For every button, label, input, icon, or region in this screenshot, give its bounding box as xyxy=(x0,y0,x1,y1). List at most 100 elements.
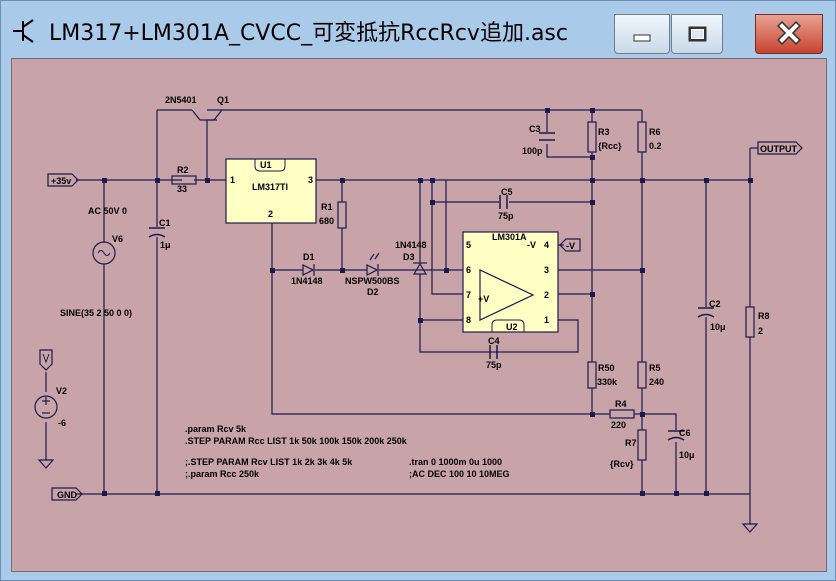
u2-pin4-label: 4 xyxy=(544,240,549,250)
r50-value-label: 330k xyxy=(597,377,618,387)
u2-pin2-label: 2 xyxy=(544,290,549,300)
capacitor-c3[interactable] xyxy=(539,132,555,141)
q1-name-label: Q1 xyxy=(217,95,229,105)
r1-value-label: 680 xyxy=(319,216,334,226)
transistor-q1[interactable] xyxy=(191,109,223,130)
net-label-output[interactable]: OUTPUT xyxy=(750,141,803,155)
u2-minus-v-label: -V xyxy=(527,240,536,250)
capacitor-c4[interactable] xyxy=(489,345,498,359)
d2-model-label: NSPW500BS xyxy=(345,276,400,286)
wires xyxy=(45,109,751,524)
u2-pin8-label: 8 xyxy=(466,315,471,325)
maximize-icon xyxy=(688,26,707,42)
d2-name-label: D2 xyxy=(367,287,379,297)
c6-value-label: 10μ xyxy=(679,450,695,460)
net-label-neg-v[interactable]: -V xyxy=(559,238,581,252)
schematic-canvas[interactable]: 2N5401 Q1 R2 33 +35v AC 50V 0 V6 SINE(35… xyxy=(11,58,827,572)
c6-name-label: C6 xyxy=(679,428,691,438)
u1-model-label: LM317TI xyxy=(252,182,288,192)
regulator-u1[interactable] xyxy=(225,158,317,224)
v6-ac-label: AC 50V 0 xyxy=(88,206,127,216)
v-net-flag[interactable] xyxy=(39,349,53,371)
close-button[interactable] xyxy=(755,14,823,54)
resistor-r3[interactable] xyxy=(587,121,597,153)
r7-name-label: R7 xyxy=(625,438,637,448)
junctions xyxy=(102,108,753,496)
c4-name-label: C4 xyxy=(488,336,500,346)
net-label-in[interactable]: +35v xyxy=(47,173,79,187)
v2-value-label: -6 xyxy=(58,418,66,428)
r2-value-label: 33 xyxy=(177,184,187,194)
diode-d1[interactable] xyxy=(302,264,315,276)
capacitor-c6[interactable] xyxy=(667,430,685,441)
r5-value-label: 240 xyxy=(649,377,664,387)
r8-name-label: R8 xyxy=(758,311,770,321)
out-net-label: OUTPUT xyxy=(760,144,798,154)
u1-pin1-label: 1 xyxy=(230,175,235,185)
r3-name-label: R3 xyxy=(598,127,610,137)
resistor-r8[interactable] xyxy=(745,306,755,338)
resistor-r50[interactable] xyxy=(587,361,597,389)
resistor-r2[interactable] xyxy=(171,175,197,185)
v2-name-label: V2 xyxy=(56,386,67,396)
close-icon xyxy=(777,21,801,45)
capacitor-c5[interactable] xyxy=(499,195,508,209)
opamp-u2[interactable] xyxy=(462,231,559,333)
c1-name-label: C1 xyxy=(159,218,171,228)
r6-value-label: 0.2 xyxy=(649,141,662,151)
d1-model-label: 1N4148 xyxy=(291,276,323,286)
u2-plus-v-label: +V xyxy=(478,294,489,304)
in-net-label: +35v xyxy=(51,176,71,186)
minimize-button[interactable] xyxy=(614,14,670,54)
maximize-button[interactable] xyxy=(671,14,723,54)
directive-line4[interactable]: ;.param Rcc 250k xyxy=(185,469,260,479)
gnd-net-label: GND xyxy=(57,490,78,500)
u2-pin5-label: 5 xyxy=(466,240,471,250)
resistor-r5[interactable] xyxy=(637,361,647,389)
r7-value-label: {Rcv} xyxy=(610,459,634,469)
r2-name-label: R2 xyxy=(177,165,189,175)
c2-value-label: 10μ xyxy=(710,322,726,332)
r4-name-label: R4 xyxy=(615,399,627,409)
directive-line6[interactable]: ;AC DEC 100 10 10MEG xyxy=(409,469,510,479)
directive-line2[interactable]: .STEP PARAM Rcc LIST 1k 50k 100k 150k 20… xyxy=(185,436,408,446)
u2-name-label: U2 xyxy=(506,322,518,332)
schematic: 2N5401 Q1 R2 33 +35v AC 50V 0 V6 SINE(35… xyxy=(34,95,803,533)
u2-model-label: LM301A xyxy=(492,232,527,242)
d3-model-label: 1N4148 xyxy=(395,240,427,250)
c3-value-label: 100p xyxy=(522,146,543,156)
resistor-r7[interactable] xyxy=(637,429,647,461)
u2-pin3-label: 3 xyxy=(544,265,549,275)
c5-value-label: 75p xyxy=(498,211,514,221)
capacitor-c1[interactable] xyxy=(148,227,166,238)
c3-name-label: C3 xyxy=(529,124,541,134)
v6-sine-label: SINE(35 2 50 0 0) xyxy=(60,308,132,318)
r6-name-label: R6 xyxy=(649,127,661,137)
title-bar: LM317+LM301A_CVCC_可変抵抗RccRcv追加.asc xyxy=(1,1,836,57)
directive-line1[interactable]: .param Rcv 5k xyxy=(185,424,247,434)
led-d2[interactable] xyxy=(366,252,380,276)
resistor-r4[interactable] xyxy=(609,409,635,419)
ground-icon xyxy=(741,523,759,533)
u2-pin6-label: 6 xyxy=(466,265,471,275)
u1-name-label: U1 xyxy=(260,160,272,170)
u2-pin7-label: 7 xyxy=(466,290,471,300)
u2-pin1-label: 1 xyxy=(544,315,549,325)
voltage-source-v6[interactable] xyxy=(92,241,116,265)
capacitor-c2[interactable] xyxy=(697,307,715,318)
window-title: LM317+LM301A_CVCC_可変抵抗RccRcv追加.asc xyxy=(49,21,568,46)
net-label-gnd[interactable]: GND xyxy=(51,487,83,501)
r5-name-label: R5 xyxy=(649,363,661,373)
transistor-app-icon xyxy=(13,19,34,43)
resistor-r6[interactable] xyxy=(637,121,647,153)
directive-line3[interactable]: ;.STEP PARAM Rcv LIST 1k 2k 3k 4k 5k xyxy=(185,457,353,467)
u1-pin3-label: 3 xyxy=(308,175,313,185)
directive-line5[interactable]: .tran 0 1000m 0u 1000 xyxy=(409,457,502,467)
diode-d3[interactable] xyxy=(412,262,428,275)
resistor-r1[interactable] xyxy=(337,201,347,229)
d1-name-label: D1 xyxy=(303,252,315,262)
v6-name-label: V6 xyxy=(112,234,123,244)
voltage-source-v2[interactable] xyxy=(34,395,58,419)
minimize-icon xyxy=(633,34,651,42)
r4-value-label: 220 xyxy=(611,420,626,430)
